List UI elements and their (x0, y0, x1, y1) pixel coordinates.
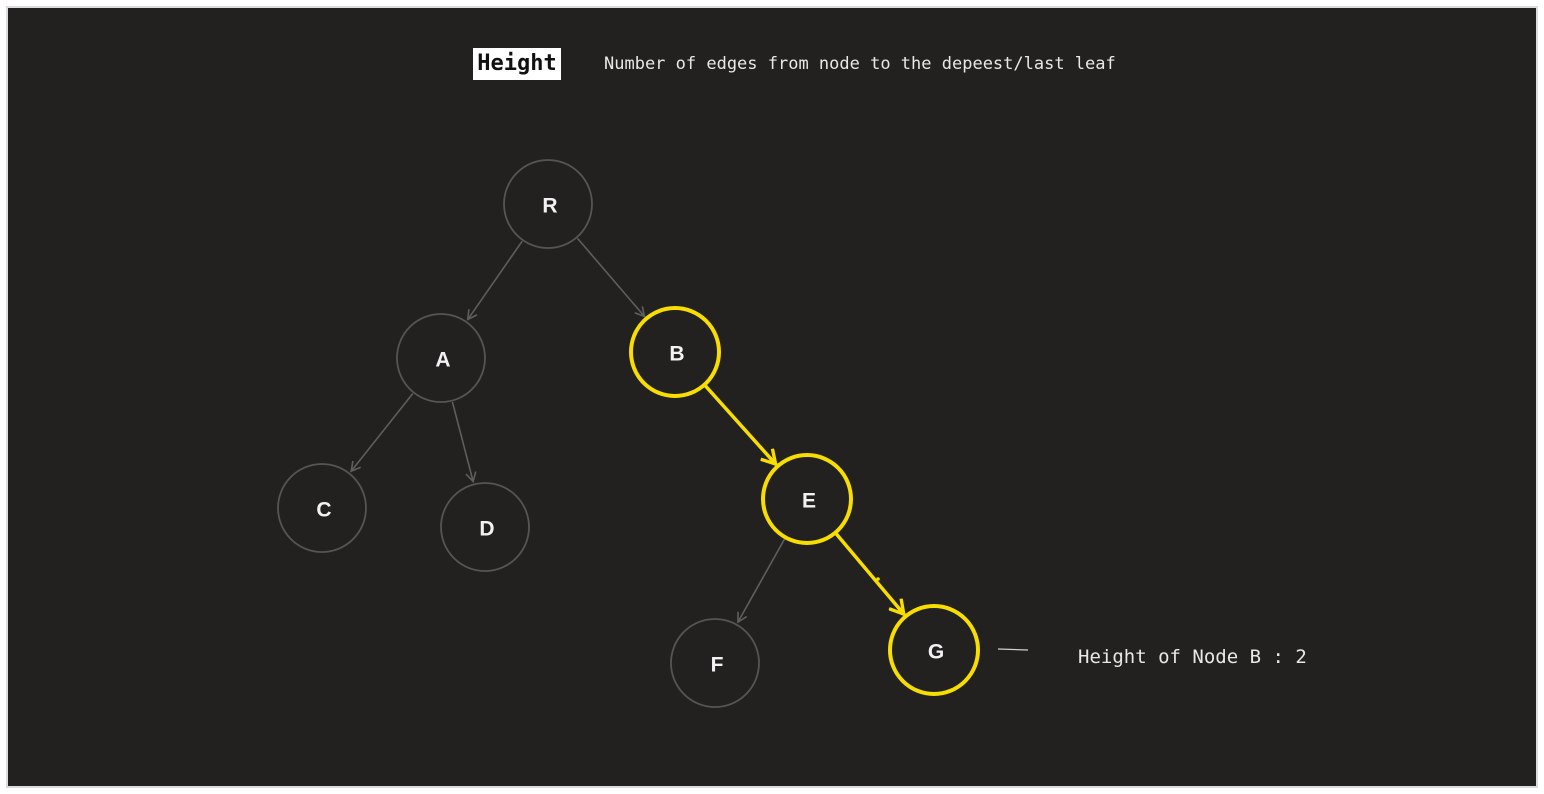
edge-a-d (451, 401, 477, 484)
tree-diagram: R A B C D E F G (277, 159, 1029, 708)
heading-label: Height (473, 48, 561, 80)
node-circle-c (277, 463, 367, 553)
edge-e-f (737, 538, 786, 624)
node-label-d: D (479, 518, 494, 541)
node-r: R (503, 159, 593, 249)
node-label-r: R (542, 195, 557, 218)
pointer-line (997, 648, 1029, 651)
node-label-e: E (802, 490, 816, 513)
node-label-c: C (316, 499, 331, 522)
edge-a-c (350, 393, 414, 473)
node-e: E (761, 453, 853, 545)
node-label-g: G (928, 641, 944, 664)
edges-layer (350, 238, 904, 624)
node-circle-f (670, 618, 760, 708)
node-label-f: F (711, 654, 724, 677)
node-circle-e (761, 453, 853, 545)
node-label-b: B (669, 343, 684, 366)
node-c: C (277, 463, 367, 553)
node-circle-d (440, 482, 530, 572)
edge-b-e (703, 384, 776, 464)
definition-text: Number of edges from node to the depeest… (604, 54, 1116, 74)
node-label-a: A (435, 349, 450, 372)
node-a: A (396, 313, 486, 403)
node-circle-g (888, 604, 980, 696)
node-b: B (629, 306, 721, 398)
diagram-canvas: Height Number of edges from node to the … (6, 6, 1538, 788)
node-g: G (888, 604, 980, 696)
edge-r-b (577, 238, 646, 318)
stray-dot (876, 577, 880, 581)
height-result-text: Height of Node B : 2 (1078, 646, 1307, 668)
node-d: D (440, 482, 530, 572)
edge-e-g (834, 532, 904, 614)
node-circle-b (629, 306, 721, 398)
edge-r-a (466, 240, 523, 321)
node-f: F (670, 618, 760, 708)
nodes-layer: R A B C D E F G (277, 159, 980, 708)
node-circle-a (396, 313, 486, 403)
node-circle-r (503, 159, 593, 249)
